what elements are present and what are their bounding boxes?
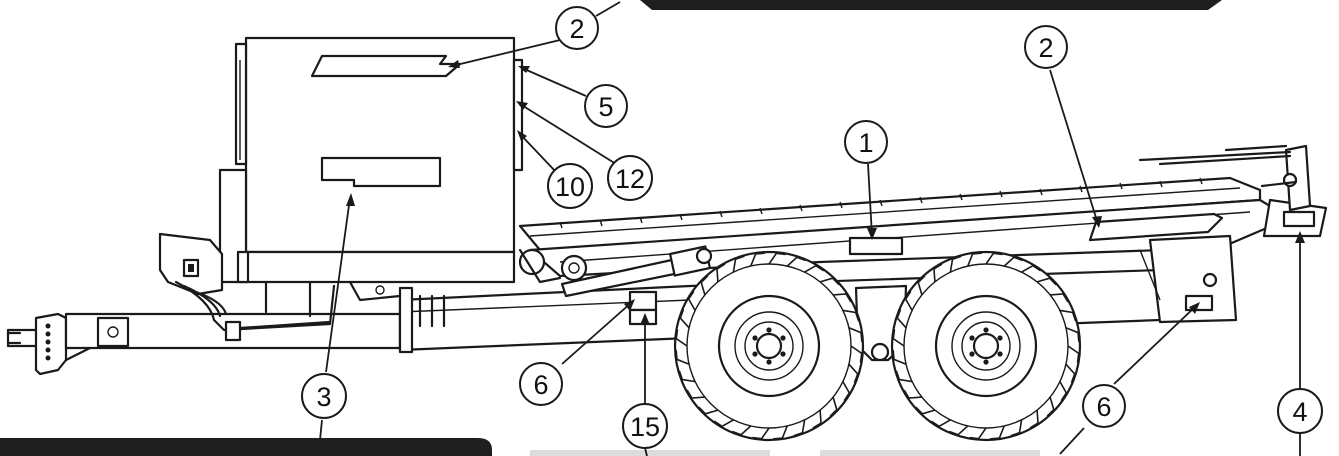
tread-mark bbox=[700, 275, 709, 296]
callout-label: 6 bbox=[1096, 392, 1111, 422]
callout-label: 5 bbox=[598, 92, 613, 122]
tread-mark bbox=[768, 252, 786, 265]
tread-mark bbox=[1050, 293, 1069, 303]
top-banner bbox=[640, 0, 1222, 10]
tread-mark bbox=[773, 425, 788, 440]
tread-mark bbox=[829, 396, 838, 417]
tread-mark bbox=[969, 427, 987, 440]
tread-mark bbox=[949, 255, 962, 273]
tread-mark bbox=[1010, 419, 1023, 437]
conveyor-teeth bbox=[559, 177, 1203, 229]
decal-hopper-top bbox=[310, 54, 462, 78]
tread-mark bbox=[933, 263, 943, 282]
tread-mark bbox=[967, 252, 982, 267]
tread-mark bbox=[752, 427, 770, 440]
bottom-bars bbox=[530, 450, 1040, 456]
callout-6-left: 6 bbox=[519, 362, 563, 406]
tread-mark bbox=[1046, 396, 1055, 417]
tread-mark bbox=[842, 381, 851, 402]
tread-mark bbox=[1003, 256, 1023, 267]
tread-mark bbox=[678, 370, 696, 383]
tread-mark bbox=[1059, 381, 1068, 402]
callout-10: 10 bbox=[547, 163, 593, 209]
callout-label: 6 bbox=[533, 370, 548, 400]
tread-mark bbox=[1021, 264, 1042, 273]
tread-mark bbox=[1065, 327, 1080, 342]
tread-mark bbox=[698, 406, 719, 415]
tread-mark bbox=[713, 419, 734, 428]
rear-frame bbox=[1139, 234, 1238, 324]
callout-15: 15 bbox=[622, 403, 668, 449]
bottom-left-banner bbox=[0, 438, 492, 456]
callout-label: 2 bbox=[1038, 33, 1053, 63]
tread-mark bbox=[985, 252, 1003, 265]
tread-mark bbox=[915, 406, 936, 415]
callout-12: 12 bbox=[607, 155, 653, 201]
tread-mark bbox=[895, 370, 913, 383]
tread-mark bbox=[716, 263, 726, 282]
tread-mark bbox=[850, 345, 863, 363]
hoses bbox=[174, 280, 336, 342]
rear-upright bbox=[1138, 144, 1328, 238]
decal-fender-front bbox=[628, 290, 658, 326]
callout-6-right: 6 bbox=[1082, 384, 1126, 428]
tread-mark bbox=[903, 389, 922, 399]
hydraulic-cylinder bbox=[560, 245, 713, 298]
drive-sprocket bbox=[518, 248, 588, 284]
tire-treads bbox=[675, 252, 1080, 440]
callout-label: 12 bbox=[615, 164, 645, 194]
tread-mark bbox=[812, 410, 822, 429]
tread-mark bbox=[949, 425, 969, 436]
tread-mark bbox=[1059, 309, 1077, 322]
tread-mark bbox=[892, 329, 905, 347]
tread-mark bbox=[687, 290, 696, 311]
tread-mark bbox=[833, 293, 852, 303]
tread-mark bbox=[804, 264, 825, 273]
tread-mark bbox=[750, 252, 765, 267]
callout-2-top: 2 bbox=[555, 6, 599, 50]
tread-mark bbox=[793, 419, 806, 437]
tread-mark bbox=[930, 419, 951, 428]
callout-1: 1 bbox=[844, 120, 888, 164]
tread-mark bbox=[1065, 363, 1076, 383]
decal-hopper-middle bbox=[320, 156, 442, 188]
tread-mark bbox=[679, 309, 690, 329]
tread-mark bbox=[1029, 410, 1039, 429]
tread-mark bbox=[675, 350, 690, 365]
wheel-rear bbox=[890, 250, 1082, 442]
decal-conveyor-rear bbox=[1088, 212, 1224, 242]
callout-3: 3 bbox=[301, 373, 347, 419]
hitch bbox=[6, 312, 68, 376]
callout-4: 4 bbox=[1277, 388, 1323, 434]
callout-label: 4 bbox=[1292, 397, 1307, 427]
tread-mark bbox=[686, 389, 705, 399]
hopper-undercarriage bbox=[264, 280, 402, 318]
tread-mark bbox=[732, 425, 752, 436]
callout-label: 1 bbox=[858, 128, 873, 158]
tread-mark bbox=[848, 327, 863, 342]
callout-2-right: 2 bbox=[1024, 25, 1068, 69]
callout-label: 10 bbox=[555, 172, 585, 202]
tread-mark bbox=[675, 329, 688, 347]
tread-mark bbox=[1067, 345, 1080, 363]
tread-mark bbox=[819, 277, 840, 286]
control-box bbox=[158, 232, 224, 296]
tread-mark bbox=[892, 350, 907, 365]
tread-mark bbox=[848, 363, 859, 383]
leader-lines bbox=[319, 1, 1305, 456]
callout-5: 5 bbox=[584, 84, 628, 128]
tread-mark bbox=[917, 275, 926, 296]
callout-label: 15 bbox=[630, 412, 660, 442]
tread-mark bbox=[786, 256, 806, 267]
tread-mark bbox=[732, 255, 745, 273]
tread-mark bbox=[896, 309, 907, 329]
tread-mark bbox=[990, 425, 1005, 440]
decal-conveyor-center bbox=[848, 236, 904, 256]
tread-mark bbox=[842, 309, 860, 322]
tread-mark bbox=[904, 290, 913, 311]
callout-label: 2 bbox=[569, 14, 584, 44]
callout-label: 3 bbox=[316, 382, 331, 412]
tread-mark bbox=[1036, 277, 1057, 286]
